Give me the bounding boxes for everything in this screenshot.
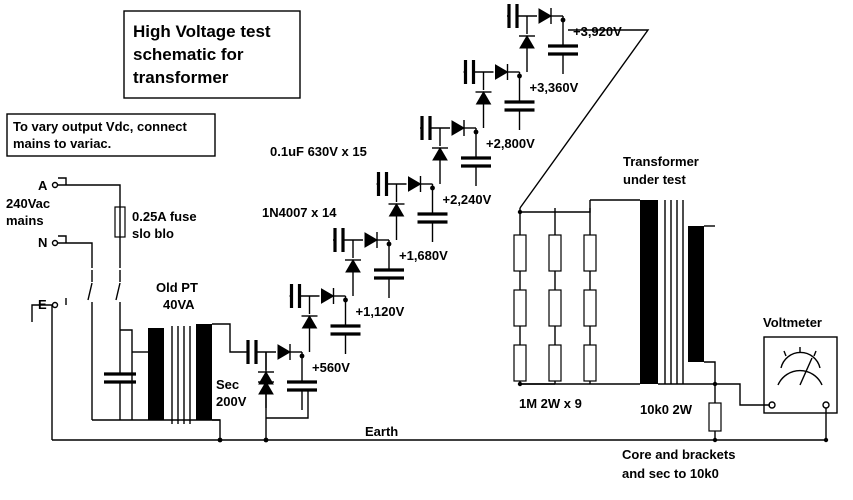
stage-2-shunt-diode xyxy=(301,315,318,329)
hv-lead xyxy=(519,29,650,209)
stage-3-series-diode xyxy=(364,232,378,248)
sense-resistor xyxy=(708,383,770,440)
mains-wiring xyxy=(31,177,126,440)
stage-7-output-node xyxy=(560,17,566,23)
resistor-1-3 xyxy=(513,344,527,382)
capacitor-spec-label: 0.1uF 630V x 15 xyxy=(270,144,367,159)
stage-5-series-diode xyxy=(451,120,465,136)
pt-sec-label-line-2: 200V xyxy=(216,394,247,409)
resistor-3-3 xyxy=(583,344,597,382)
dut-label-line-2: under test xyxy=(623,172,687,187)
terminal-a-label: A xyxy=(38,178,48,193)
title-line-3: transformer xyxy=(133,68,229,87)
tap-label-2: +1,120V xyxy=(356,304,405,319)
tap-label-4: +2,240V xyxy=(443,192,492,207)
sense-resistor-label: 10k0 2W xyxy=(640,402,693,417)
resistor-string xyxy=(513,200,829,443)
voltage-multiplier: +560V +1,120V +1,680V +2,240V +2,800V +3,360V… xyxy=(217,4,622,443)
stage-4-output-node xyxy=(430,185,435,191)
tap-label-6: +3,360V xyxy=(530,80,579,95)
resistor-2-1 xyxy=(548,234,562,272)
resistor-1-2 xyxy=(513,289,527,327)
resistor-2-2 xyxy=(548,289,562,327)
tap-label-7: +3,920V xyxy=(573,24,622,39)
note-box xyxy=(6,113,216,157)
dut-label-line-1: Transformer xyxy=(623,154,699,169)
stage-6-series-diode xyxy=(495,64,509,80)
stage-5-shunt-diode xyxy=(432,147,448,161)
resistor-string-label: 1M 2W x 9 xyxy=(519,396,582,411)
pt-label-line-1: Old PT xyxy=(156,280,198,295)
mains-switch-blade-1 xyxy=(87,282,93,301)
old-power-transformer xyxy=(92,323,246,440)
title-line-1: High Voltage test xyxy=(133,22,271,41)
note-line-1: To vary output Vdc, connect xyxy=(13,119,188,134)
stage-4-series-diode xyxy=(408,176,422,192)
stage-6-output-node xyxy=(517,73,522,79)
voltmeter-symbol xyxy=(763,336,838,440)
resistor-3-1 xyxy=(583,234,597,272)
resistor-top-node xyxy=(517,209,523,215)
dut-primary-winding xyxy=(640,200,658,384)
mains-switch-blade-2 xyxy=(115,282,121,301)
diode-spec-label: 1N4007 x 14 xyxy=(262,205,337,220)
pt-label-line-2: 40VA xyxy=(163,297,195,312)
pt-sec-label-line-1: Sec xyxy=(216,377,239,392)
mains-label-line-2: mains xyxy=(6,213,44,228)
stage-1-smooth-return xyxy=(266,390,309,419)
stage-7-series-diode xyxy=(538,8,552,24)
stage-5-output-node xyxy=(473,129,479,135)
stage-3-shunt-diode xyxy=(345,259,361,273)
footer-note-line-1: Core and brackets xyxy=(622,447,735,462)
stage-4-shunt-diode xyxy=(388,203,405,217)
tap-label-5: +2,800V xyxy=(486,136,535,151)
resistor-string-top-link-2 xyxy=(555,200,591,213)
stage-2-output-node xyxy=(343,297,348,303)
stage-1-series-diode xyxy=(277,344,291,360)
transformer-under-test xyxy=(520,199,716,405)
earth-label: Earth xyxy=(365,424,398,439)
voltmeter-needle xyxy=(799,357,813,386)
resistor-2-3 xyxy=(548,344,562,382)
fuse-label-line-2: slo blo xyxy=(132,226,174,241)
tap-label-3: +1,680V xyxy=(399,248,448,263)
stage-7-shunt-diode xyxy=(519,35,535,49)
stage-1-output-node xyxy=(299,353,305,359)
tap-label-1: +560V xyxy=(312,360,350,375)
stage-3-output-node xyxy=(386,241,392,247)
resistor-1-1 xyxy=(513,234,527,272)
footer-note-line-2: and sec to 10k0 xyxy=(622,466,719,481)
mains-label-line-1: 240Vac xyxy=(6,196,50,211)
resistor-3-2 xyxy=(583,289,597,327)
terminal-n-label: N xyxy=(38,235,47,250)
stage-2-series-diode xyxy=(321,288,335,304)
fuse-label-line-1: 0.25A fuse xyxy=(132,209,197,224)
note-line-2: mains to variac. xyxy=(13,136,111,151)
title-line-2: schematic for xyxy=(133,45,244,64)
voltmeter-label: Voltmeter xyxy=(763,315,822,330)
pt-secondary-winding xyxy=(196,324,212,420)
stage-6-shunt-diode xyxy=(475,91,492,105)
pt-primary-winding xyxy=(148,328,164,420)
dut-secondary-winding xyxy=(688,226,704,362)
title-box xyxy=(123,10,301,99)
